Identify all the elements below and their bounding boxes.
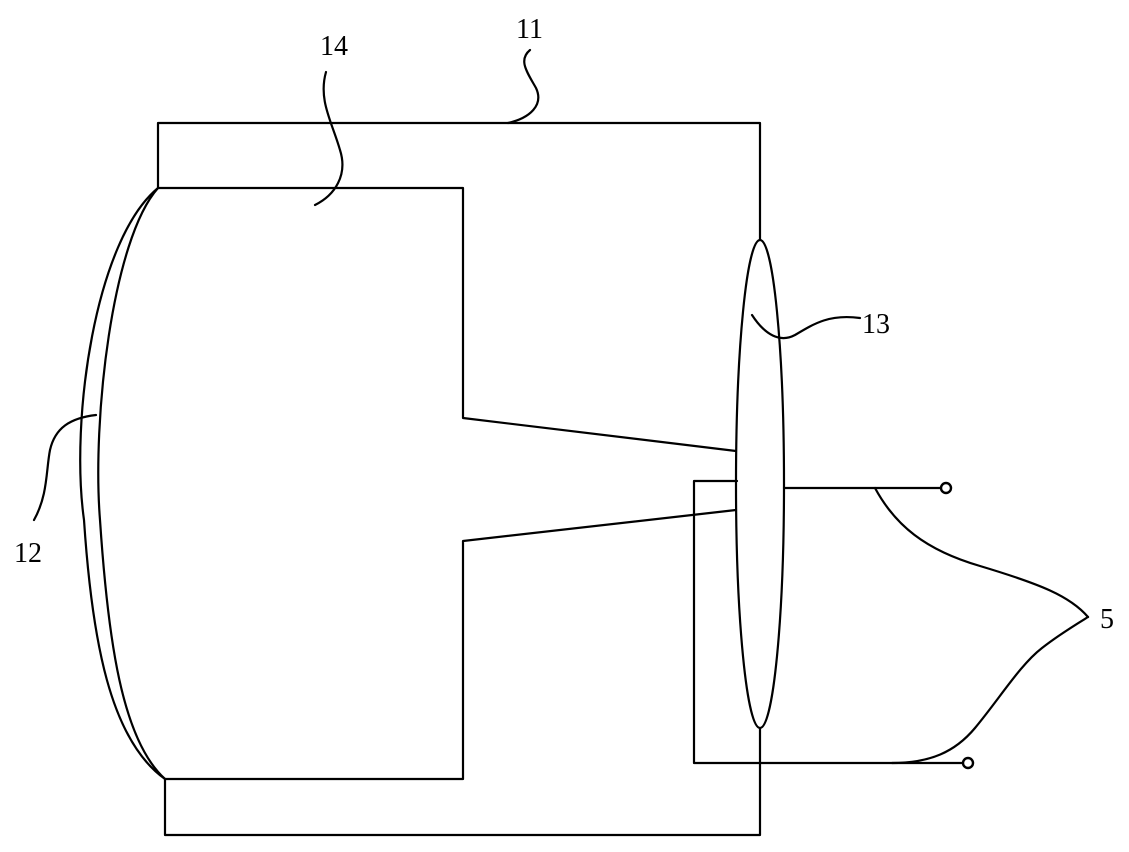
leader-line-11 [508,50,538,123]
curved-element-inner-arc [98,188,165,779]
leader-line-14 [315,72,342,205]
inner-body-outline [158,188,736,451]
label-14: 14 [320,31,348,62]
leader-line-5-lower [892,617,1088,763]
label-12: 12 [14,538,42,569]
leader-line-12 [34,415,96,520]
label-11: 11 [516,14,543,45]
label-5: 5 [1100,604,1114,635]
label-13: 13 [862,309,890,340]
terminal-upper [941,483,951,493]
lead-wire-upper [694,481,962,763]
leader-line-13 [752,315,860,338]
ellipse-element [736,240,784,728]
terminal-lower [963,758,973,768]
leader-line-5-upper [875,488,1088,617]
housing-outline-top [158,123,760,240]
inner-body-outline-lower [165,510,736,779]
